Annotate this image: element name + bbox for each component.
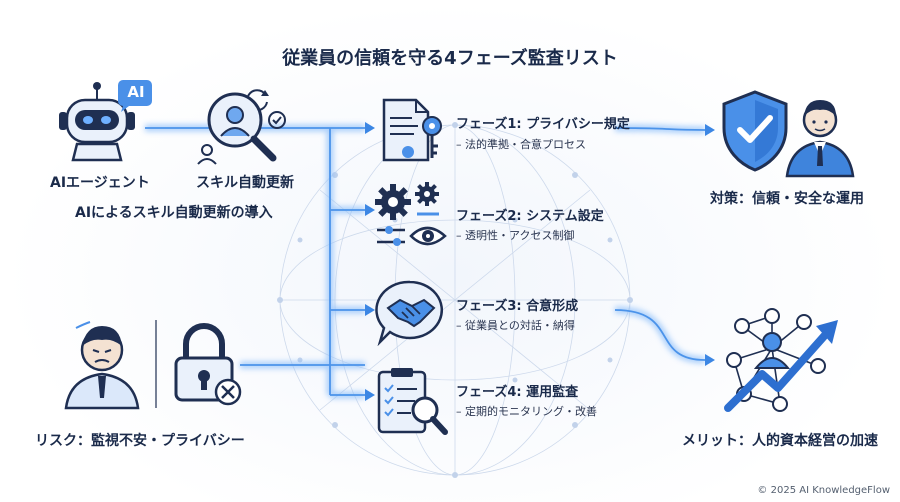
handshake-icon <box>375 280 444 346</box>
phase-1-sub: – 法的準拠・合意プロセス <box>456 138 586 151</box>
clipboard-audit-icon <box>377 368 448 435</box>
risk-label: リスク：監視不安・プライバシー <box>35 433 245 449</box>
merit-label: メリット：人的資本経営の加速 <box>682 433 878 449</box>
document-key-icon <box>382 98 442 162</box>
skill-update-caption: AIによるスキル自動更新の導入 <box>75 205 273 221</box>
phase-2-sub: – 透明性・アクセス制御 <box>456 229 575 242</box>
network-growth-icon <box>724 308 838 412</box>
phase-2-title: フェーズ2: システム設定 <box>456 209 604 224</box>
shield-check-icon <box>722 90 788 172</box>
ai-agent-label: AIエージェント <box>50 175 150 191</box>
robot-icon <box>59 80 152 162</box>
lock-icon <box>174 323 242 406</box>
ai-badge-text: AI <box>127 83 145 101</box>
phase-4-sub: – 定期的モニタリング・改善 <box>456 405 597 418</box>
skill-search-icon <box>197 89 286 165</box>
phase-4-title: フェーズ4: 運用監査 <box>456 385 579 400</box>
phase-3-title: フェーズ3: 合意形成 <box>456 299 579 314</box>
phase-1-title: フェーズ1: プライバシー規定 <box>456 117 630 132</box>
worried-employee-icon <box>64 321 140 410</box>
measure-label: 対策：信頼・安全な運用 <box>710 191 864 207</box>
businessman-icon <box>785 100 855 178</box>
skill-update-label: スキル自動更新 <box>196 175 294 191</box>
settings-gears-icon <box>375 182 447 246</box>
copyright-text: © 2025 AI KnowledgeFlow <box>757 485 890 496</box>
page-title: 従業員の信頼を守る4フェーズ監査リスト <box>282 48 618 69</box>
phase-3-sub: – 従業員との対話・納得 <box>456 319 575 332</box>
